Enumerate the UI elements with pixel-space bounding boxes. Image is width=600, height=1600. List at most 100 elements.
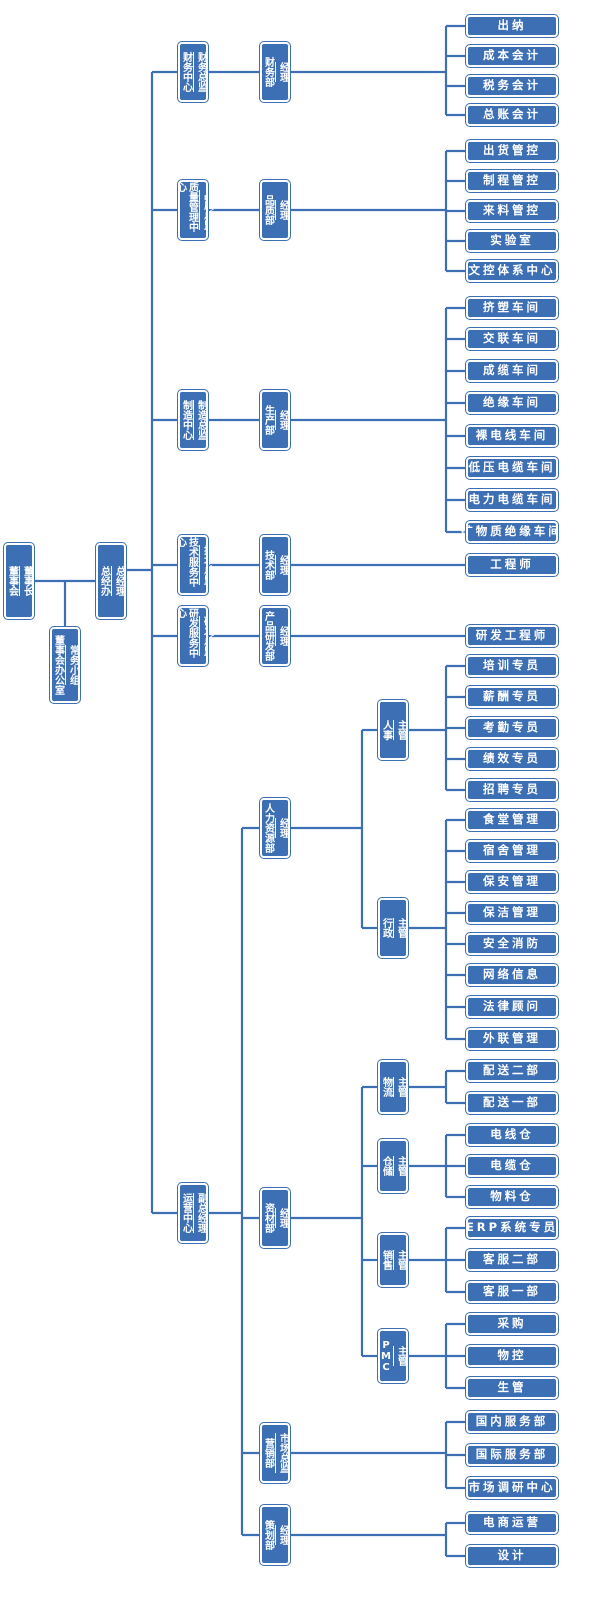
finance-dept-box: 财务部经理 [259, 41, 291, 103]
manufacturing-dept-box-col-0: 生产部 [262, 405, 274, 435]
marketing-dept-box: 营销部市场总监 [259, 1422, 291, 1484]
materials-sub-box-col-0: 仓储 [380, 1156, 392, 1176]
position-box: 物料仓 [465, 1185, 559, 1209]
planning-dept-box-col-0: 策划部 [262, 1520, 274, 1550]
manufacturing-dept-box: 生产部经理 [259, 389, 291, 451]
tech-center-box: 技术服务中心技术总监 [175, 534, 213, 596]
position-box: 制程管控 [465, 169, 559, 193]
position-box: 出货管控 [465, 139, 559, 163]
position-box: 交联车间 [465, 327, 559, 351]
tech-center-box-col-0: 技术服务中心 [174, 537, 198, 587]
materials-sub-box-col-1: 主管 [392, 1156, 408, 1176]
quality-center-box-col-1: 品质总监 [198, 190, 214, 230]
position-box: 配送一部 [465, 1091, 559, 1115]
hr-sub-box: 人事主管 [377, 699, 409, 761]
finance-center-box-col-1: 财务总监 [192, 52, 208, 92]
materials-sub-box-col-1: 主管 [392, 1250, 408, 1270]
general-manager-box: 总经办总经理 [95, 542, 127, 620]
rnd-center-box-col-0: 研发服务中心 [174, 608, 198, 658]
position-box: 文控体系中心 [465, 259, 559, 283]
position-box: 薪酬专员 [465, 685, 559, 709]
finance-center-box-col-0: 财务中心 [180, 52, 192, 92]
board-box-col-0: 董事会 [6, 566, 18, 596]
board-office-box: 董事会办公室常务小组 [49, 626, 81, 704]
hr-sub-box-col-0: 行政 [380, 918, 392, 938]
ops-center-box-col-0: 运营中心 [180, 1193, 192, 1233]
materials-sub-box: 仓储主管 [377, 1138, 409, 1194]
quality-dept-box-col-0: 品质部 [262, 195, 274, 225]
rnd-dept-box-col-0: 产品研发部 [262, 611, 274, 661]
tech-dept-box-col-0: 技术部 [262, 550, 274, 580]
board-office-box-col-0: 董事会办公室 [52, 635, 64, 695]
position-box: 总账会计 [465, 103, 559, 127]
position-box: 出纳 [465, 14, 559, 38]
position-box: 裸电线车间 [465, 424, 559, 448]
board-box-col-1: 董事长 [18, 566, 34, 596]
hr-dept-box-col-1: 经理 [274, 818, 290, 838]
hr-sub-box-col-1: 主管 [392, 918, 408, 938]
rnd-center-box-col-1: 研发总监 [198, 616, 214, 656]
position-box: 来料管控 [465, 199, 559, 223]
position-box: 工程师 [465, 553, 559, 577]
position-box: 国内服务部 [465, 1410, 559, 1434]
position-box: 外联管理 [465, 1027, 559, 1051]
position-box: 绝缘车间 [465, 391, 559, 415]
position-box: 配送二部 [465, 1059, 559, 1083]
position-box: 法律顾问 [465, 995, 559, 1019]
tech-center-box-col-1: 技术总监 [198, 545, 214, 585]
tech-dept-box: 技术部经理 [259, 534, 291, 596]
quality-center-box-col-0: 质量管理中心 [174, 182, 198, 232]
position-box: 保安管理 [465, 870, 559, 894]
hr-sub-box-col-0: 人事 [380, 720, 392, 740]
position-box: 电商运营 [465, 1511, 559, 1535]
position-box: 保洁管理 [465, 901, 559, 925]
ops-center-box: 运营中心副总经理 [177, 1182, 209, 1244]
board-office-box-col-1: 常务小组 [64, 645, 80, 685]
position-box: 挤塑车间 [465, 296, 559, 320]
position-box: 税务会计 [465, 74, 559, 98]
position-box: 安全消防 [465, 932, 559, 956]
position-box: 宿舍管理 [465, 839, 559, 863]
position-box: 矿物质绝缘车间 [461, 520, 560, 544]
position-box: 招聘专员 [465, 778, 559, 802]
position-box: 考勤专员 [465, 716, 559, 740]
general-manager-box-col-0: 总经办 [98, 566, 110, 596]
rnd-dept-box: 产品研发部经理 [259, 605, 291, 667]
position-box: 网络信息 [465, 963, 559, 987]
position-box: 低压电缆车间 [465, 456, 559, 480]
rnd-center-box: 研发服务中心研发总监 [175, 605, 213, 667]
materials-sub-box-col-0: 销售 [380, 1250, 392, 1270]
materials-sub-box-col-1: 主管 [392, 1346, 408, 1366]
position-box: 培训专员 [465, 654, 559, 678]
position-box: 客服一部 [465, 1280, 559, 1304]
position-box: 研发工程师 [465, 624, 559, 648]
manufacturing-center-box: 制造中心制造总监 [177, 389, 209, 451]
position-box: 客服二部 [465, 1248, 559, 1272]
position-box: 电线仓 [465, 1123, 559, 1147]
position-box: 设计 [465, 1544, 559, 1568]
quality-dept-box-col-1: 经理 [274, 200, 290, 220]
materials-sub-box-col-1: 主管 [392, 1077, 408, 1097]
manufacturing-center-box-col-1: 制造总监 [192, 400, 208, 440]
finance-dept-box-col-0: 财务部 [262, 57, 274, 87]
materials-sub-box-col-0: PMC [380, 1339, 392, 1373]
finance-center-box: 财务中心财务总监 [177, 41, 209, 103]
hr-sub-box-col-1: 主管 [392, 720, 408, 740]
hr-dept-box-col-0: 人力资源部 [262, 803, 274, 853]
position-box: 物控 [465, 1344, 559, 1368]
planning-dept-box: 策划部经理 [259, 1504, 291, 1566]
position-box: 市场调研中心 [465, 1476, 559, 1500]
general-manager-box-col-1: 总经理 [110, 566, 126, 596]
position-box: 电缆仓 [465, 1154, 559, 1178]
materials-sub-box: 销售主管 [377, 1232, 409, 1288]
position-box: 食堂管理 [465, 808, 559, 832]
marketing-dept-box-col-1: 市场总监 [274, 1433, 290, 1473]
materials-sub-box: 物流主管 [377, 1059, 409, 1115]
position-box: 采购 [465, 1312, 559, 1336]
planning-dept-box-col-1: 经理 [274, 1525, 290, 1545]
board-box: 董事会董事长 [3, 542, 35, 620]
manufacturing-dept-box-col-1: 经理 [274, 410, 290, 430]
